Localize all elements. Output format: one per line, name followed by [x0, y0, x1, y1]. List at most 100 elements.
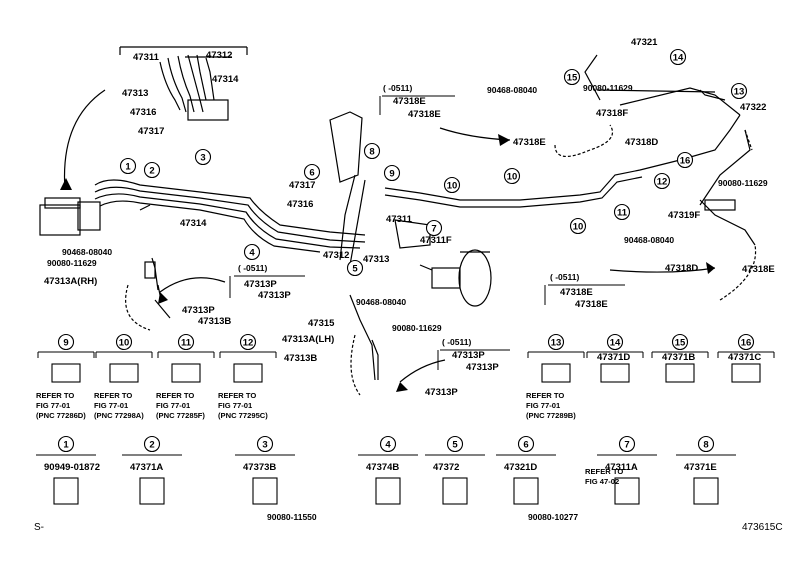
- legend-num-16: 16: [737, 333, 755, 351]
- legend-bottom-ref-line: FIG 47-02: [585, 477, 619, 486]
- svg-text:1: 1: [63, 440, 69, 451]
- label-47313B-a: 47313B: [198, 316, 231, 327]
- svg-text:6: 6: [309, 168, 314, 179]
- legend-num-9: 9: [57, 333, 75, 351]
- label-47318E-b: 47318E: [393, 96, 426, 107]
- svg-text:16: 16: [680, 156, 691, 167]
- legend-bottom-num-7: 7: [618, 435, 636, 453]
- clamp-shape: [109, 363, 139, 383]
- label-47317b: 47317: [289, 180, 315, 191]
- label-47313: 47313: [122, 88, 148, 99]
- main-brake-tubes: [94, 179, 366, 253]
- label-range-c: ( -0511): [550, 272, 579, 282]
- clamp-legend-item-15: 15 47371B: [651, 333, 709, 383]
- svg-text:2: 2: [149, 166, 154, 177]
- legend-num-10: 10: [115, 333, 133, 351]
- legend-ref-line: FIG 77-01: [526, 401, 561, 410]
- svg-text:3: 3: [262, 440, 267, 451]
- clamp-shape: [600, 363, 630, 383]
- clamp-shape: [375, 477, 401, 505]
- svg-text:3: 3: [200, 153, 205, 164]
- label-47312b: 47312: [323, 250, 349, 261]
- legend-ref-line: REFER TO: [218, 391, 256, 400]
- legend-bottom-part-47374B: 47374B: [366, 462, 399, 473]
- legend-num-14: 14: [606, 333, 624, 351]
- corner-mark: S-: [34, 522, 44, 533]
- clamp-shape: [541, 363, 571, 383]
- legend-ref-line: (PNC 77285F): [156, 411, 205, 420]
- legend-bottom-num-2: 2: [143, 435, 161, 453]
- callout-7-6: 7: [425, 219, 443, 237]
- legend-ref-line: FIG 77-01: [218, 401, 253, 410]
- pointer-arrow: [63, 89, 106, 191]
- legend-ref-line: REFER TO: [36, 391, 74, 400]
- callout-4-3: 4: [243, 243, 261, 261]
- legend-bottom-part-47371E: 47371E: [684, 462, 717, 473]
- arrow-rear-right: [609, 267, 716, 273]
- clamp-shape: [513, 477, 539, 505]
- svg-text:14: 14: [673, 53, 684, 64]
- callout-5-4: 5: [346, 259, 364, 277]
- label-90080-11629-b: 90080-11629: [392, 323, 442, 333]
- svg-text:13: 13: [734, 87, 745, 98]
- svg-text:7: 7: [624, 440, 629, 451]
- svg-text:1: 1: [125, 162, 131, 173]
- clamp-shape: [442, 477, 468, 505]
- label-47318F: 47318F: [596, 108, 628, 119]
- label-47313b: 47313: [363, 254, 389, 265]
- callout-13-14: 13: [730, 82, 748, 100]
- label-90468-08040-c: 90468-08040: [487, 85, 537, 95]
- svg-text:4: 4: [249, 248, 255, 259]
- legend-ref-line: FIG 77-01: [94, 401, 129, 410]
- svg-text:9: 9: [389, 169, 394, 180]
- label-47318E-d: 47318E: [560, 287, 593, 298]
- legend-num-11: 11: [177, 333, 195, 351]
- legend-bottom-num-5: 5: [446, 435, 464, 453]
- label-47314: 47314: [212, 74, 239, 85]
- label-47313P-e: 47313P: [466, 362, 499, 373]
- label-47322: 47322: [740, 102, 766, 113]
- label-range-b: ( -0511): [383, 83, 412, 93]
- clamp-legend-bottom-item-4: 4 47374B: [358, 435, 418, 505]
- legend-part-47371B: 47371B: [662, 352, 695, 363]
- label-90080-11629-c: 90080-11629: [583, 83, 633, 93]
- label-47312: 47312: [206, 50, 232, 61]
- legend-bottom-num-8: 8: [697, 435, 715, 453]
- legend-part-47371C: 47371C: [728, 352, 761, 363]
- legend-part-47371D: 47371D: [597, 352, 630, 363]
- legend-bolt-90080-11550: 90080-11550: [267, 512, 317, 522]
- label-47313P-b: 47313P: [258, 290, 291, 301]
- legend-bottom-part-47311A: 47311A: [605, 462, 638, 473]
- clamp-shape: [731, 363, 761, 383]
- diagram-id: 473615C: [742, 522, 783, 533]
- label-47313A-RH: 47313A(RH): [44, 276, 97, 287]
- brake-actuator: [39, 197, 101, 236]
- label-47313B-b: 47313B: [284, 353, 317, 364]
- svg-text:10: 10: [507, 172, 518, 183]
- callout-8-7: 8: [363, 142, 381, 160]
- label-47311F: 47311F: [420, 235, 452, 246]
- svg-text:15: 15: [675, 338, 686, 349]
- clamp-legend-bottom-item-8: 8 47371E: [676, 435, 736, 505]
- clamp-shape: [614, 477, 640, 505]
- svg-text:4: 4: [385, 440, 391, 451]
- callout-2-1: 2: [143, 161, 161, 179]
- legend-bolt-90080-10277: 90080-10277: [528, 512, 578, 522]
- brake-booster: [329, 111, 492, 307]
- label-90468-08040-b: 90468-08040: [356, 297, 406, 307]
- legend-bottom-part-47372: 47372: [433, 462, 459, 473]
- legend-ref-line: FIG 77-01: [156, 401, 191, 410]
- legend-ref-line: REFER TO: [94, 391, 132, 400]
- clamp-shape: [171, 363, 201, 383]
